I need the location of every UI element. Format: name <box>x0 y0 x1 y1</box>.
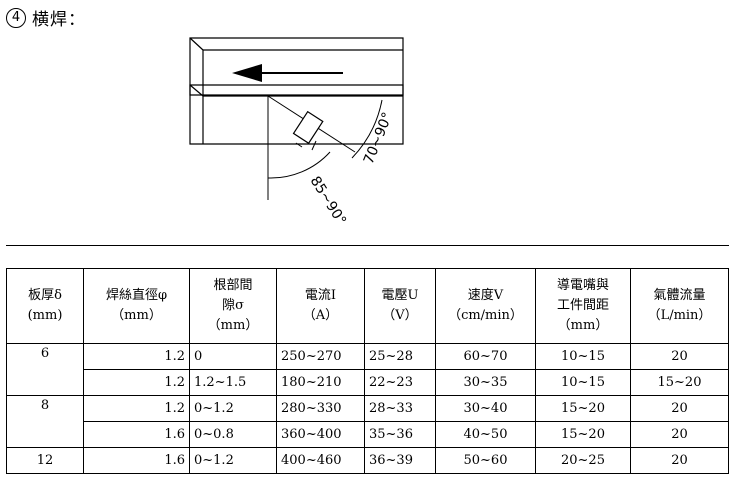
cell-speed: 40~50 <box>435 421 536 448</box>
header-gas-flow: 氣體流量（L/min） <box>630 268 729 344</box>
cell-distance: 10~15 <box>535 369 631 396</box>
cell-current: 400~460 <box>276 447 365 474</box>
cell-wire: 1.6 <box>83 421 190 448</box>
header-nozzle-distance: 導電嘴與工件間距（mm） <box>535 268 631 344</box>
table-header-row: 板厚δ(mm) 焊絲直徑φ（mm） 根部間隙σ（mm） 電流I（A） 電壓U（V… <box>6 268 729 344</box>
cell-current: 180~210 <box>276 369 365 396</box>
header-current: 電流I（A） <box>276 268 365 344</box>
section-divider <box>6 245 729 246</box>
cell-gas: 15~20 <box>630 369 729 396</box>
cell-gas: 20 <box>630 447 729 474</box>
cell-gas: 20 <box>630 343 729 370</box>
cell-voltage: 28~33 <box>364 395 436 422</box>
cell-voltage: 25~28 <box>364 343 436 370</box>
cell-current: 360~400 <box>276 421 365 448</box>
cell-distance: 20~25 <box>535 447 631 474</box>
cell-gap: 0 <box>189 343 277 370</box>
table-row: 6 1.2 0 250~270 25~28 60~70 10~15 20 <box>6 343 729 396</box>
cell-speed: 50~60 <box>435 447 536 474</box>
cell-distance: 15~20 <box>535 395 631 422</box>
cell-distance: 10~15 <box>535 343 631 370</box>
cell-thickness: 6 <box>6 343 84 396</box>
upper-plate <box>189 37 404 96</box>
header-voltage: 電壓U（V） <box>364 268 436 344</box>
cell-gas: 20 <box>630 421 729 448</box>
cell-distance: 15~20 <box>535 421 631 448</box>
cell-gap: 1.2~1.5 <box>189 369 277 396</box>
cell-wire: 1.2 <box>83 369 190 396</box>
cell-thickness: 12 <box>6 447 84 474</box>
cell-gap: 0~0.8 <box>189 421 277 448</box>
lower-plate <box>189 84 404 145</box>
table-row: 1.6 0~0.8 360~400 35~36 40~50 15~20 20 <box>7 421 729 448</box>
table-row: 1.2 1.2~1.5 180~210 22~23 30~35 10~15 15… <box>7 369 729 396</box>
angle-label-70-90: 70~90° <box>361 110 396 166</box>
header-root-gap: 根部間隙σ（mm） <box>189 268 277 344</box>
welding-torch <box>267 95 356 153</box>
cell-gap: 0~1.2 <box>189 447 277 474</box>
cell-thickness: 8 <box>6 395 84 448</box>
welding-parameter-table: 板厚δ(mm) 焊絲直徑φ（mm） 根部間隙σ（mm） 電流I（A） 電壓U（V… <box>6 268 729 474</box>
cell-speed: 30~40 <box>435 395 536 422</box>
angle-arc-upper <box>351 99 383 159</box>
table-row: 12 1.6 0~1.2 400~460 36~39 50~60 20~25 2… <box>6 447 729 474</box>
cell-speed: 60~70 <box>435 343 536 370</box>
cell-speed: 30~35 <box>435 369 536 396</box>
angle-label-85-90: 85~90° <box>307 174 349 229</box>
cell-gas: 20 <box>630 395 729 422</box>
welding-direction-arrow <box>232 64 343 82</box>
header-speed: 速度V（cm/min） <box>435 268 536 344</box>
cell-gap: 0~1.2 <box>189 395 277 422</box>
cell-voltage: 22~23 <box>364 369 436 396</box>
section-heading: 4 横焊： <box>6 5 86 30</box>
cell-wire: 1.2 <box>83 395 190 422</box>
cell-wire: 1.2 <box>83 343 190 370</box>
header-thickness: 板厚δ(mm) <box>6 268 84 344</box>
cell-voltage: 36~39 <box>364 447 436 474</box>
cell-voltage: 35~36 <box>364 421 436 448</box>
header-wire-diameter: 焊絲直徑φ（mm） <box>83 268 190 344</box>
cell-wire: 1.6 <box>83 447 190 474</box>
circled-number: 4 <box>6 7 26 28</box>
cell-current: 280~330 <box>276 395 365 422</box>
angle-arc-lower <box>267 151 331 179</box>
welding-diagram: 70~90° 85~90° <box>189 37 404 229</box>
table-row: 8 1.2 0~1.2 280~330 28~33 30~40 15~20 20 <box>6 395 729 448</box>
section-title: 横焊： <box>32 10 86 30</box>
cell-current: 250~270 <box>276 343 365 370</box>
